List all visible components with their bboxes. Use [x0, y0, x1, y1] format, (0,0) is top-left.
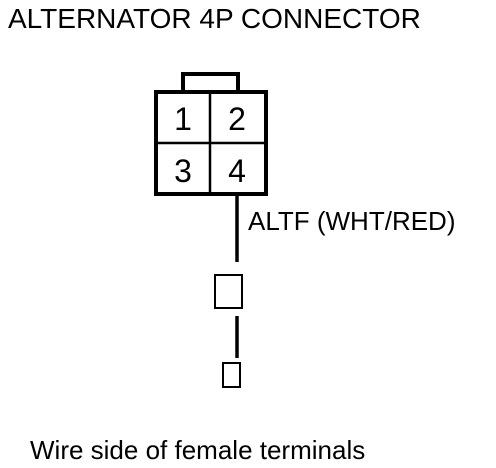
pin-1-label: 1 — [174, 101, 192, 137]
connector-lock-tab — [181, 72, 240, 93]
pin-4-label: 4 — [228, 153, 246, 189]
wire-terminal-large — [214, 274, 243, 309]
diagram-title: ALTERNATOR 4P CONNECTOR — [8, 3, 421, 34]
pin-3-label: 3 — [174, 153, 192, 189]
pin-2-label: 2 — [228, 101, 246, 137]
wire-label: ALTF (WHT/RED) — [248, 206, 456, 236]
diagram-caption: Wire side of female terminals — [30, 435, 366, 465]
wire-terminal-small — [222, 362, 241, 388]
